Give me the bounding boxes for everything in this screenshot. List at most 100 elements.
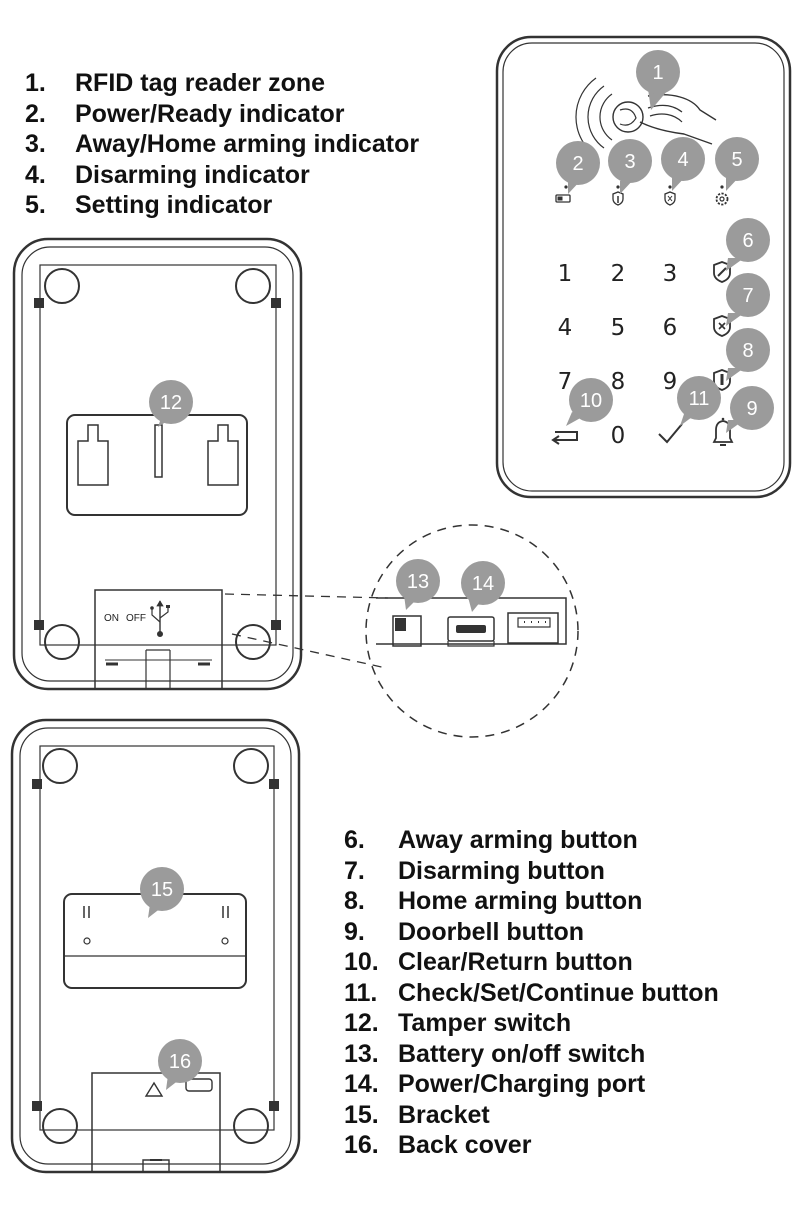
svg-text:9: 9 xyxy=(746,398,757,420)
legend-number: 8. xyxy=(344,887,365,915)
legend-number: 14. xyxy=(344,1070,379,1098)
legend-number: 3. xyxy=(25,130,46,158)
connector xyxy=(507,612,559,644)
callout-3: 3 xyxy=(608,139,652,194)
callout-1: 1 xyxy=(636,50,680,110)
key-5[interactable]: 5 xyxy=(611,315,626,341)
legend-label: Away/Home arming indicator xyxy=(75,130,420,158)
legend-label: Power/Ready indicator xyxy=(75,99,345,128)
callout-bubbles: 1 2 3 4 5 6 7 8 9 10 11 12 13 14 15 16 xyxy=(140,50,774,1090)
legend-label: RFID tag reader zone xyxy=(75,69,326,97)
legend-number: 9. xyxy=(344,917,365,946)
legend-item-16: 16. Back cover xyxy=(344,1130,719,1161)
rear-view-tamper: ON OFF xyxy=(12,237,303,691)
callout-5: 5 xyxy=(715,137,759,191)
disarming-indicator xyxy=(664,185,676,206)
key-0[interactable]: 0 xyxy=(611,423,626,449)
back-cover[interactable] xyxy=(91,1072,221,1173)
callout-10: 10 xyxy=(566,378,613,426)
switch-off-label: OFF xyxy=(126,613,146,624)
legend-label: Back cover xyxy=(398,1131,532,1159)
callout-13: 13 xyxy=(396,559,440,610)
legend-item-1: 1. RFID tag reader zone xyxy=(25,68,419,99)
legend-number: 5. xyxy=(25,191,46,219)
legend-number: 10. xyxy=(344,948,379,976)
charging-port[interactable] xyxy=(447,616,495,647)
key-6[interactable]: 6 xyxy=(663,315,678,341)
svg-text:12: 12 xyxy=(160,392,182,414)
key-2[interactable]: 2 xyxy=(611,261,626,287)
key-8[interactable]: 8 xyxy=(611,369,626,395)
legend-number: 13. xyxy=(344,1039,379,1068)
power-ready-indicator xyxy=(555,185,571,203)
switch-on-label: ON xyxy=(104,613,119,624)
legend-label: Setting indicator xyxy=(75,191,273,219)
legend-label: Battery on/off switch xyxy=(398,1039,646,1068)
key-3[interactable]: 3 xyxy=(663,261,678,287)
legend-item-2: 2. Power/Ready indicator xyxy=(25,99,419,130)
disarming-button[interactable] xyxy=(713,315,731,337)
legend-number: 16. xyxy=(344,1131,379,1159)
callout-11: 11 xyxy=(677,376,721,426)
callout-6: 6 xyxy=(726,218,770,271)
check-set-button[interactable] xyxy=(658,423,683,444)
battery-switch[interactable] xyxy=(392,615,422,647)
usb-icon xyxy=(150,600,170,637)
svg-text:11: 11 xyxy=(689,388,710,410)
callout-7: 7 xyxy=(726,273,770,326)
svg-text:13: 13 xyxy=(407,571,429,593)
legend-label: Power/Charging port xyxy=(398,1070,646,1098)
legend-number: 15. xyxy=(344,1100,379,1129)
svg-text:15: 15 xyxy=(151,879,173,901)
legend-number: 11. xyxy=(344,978,378,1007)
zoom-inset xyxy=(224,524,579,738)
callout-12: 12 xyxy=(149,380,193,427)
legend-label: Doorbell button xyxy=(398,917,585,946)
rear-view-bracket xyxy=(10,718,301,1174)
svg-text:2: 2 xyxy=(572,153,583,175)
legend-item-4: 4.Disarming indicator xyxy=(25,160,419,191)
arming-indicator xyxy=(612,185,624,206)
clear-return-button[interactable] xyxy=(551,431,578,445)
setting-indicator xyxy=(715,185,729,206)
svg-text:3: 3 xyxy=(624,151,635,173)
keypad-front-view: 1 2 3 4 5 6 7 8 9 0 xyxy=(495,35,792,499)
legend-item-3: 3. Away/Home arming indicator xyxy=(25,129,419,160)
legend-number: 1. xyxy=(25,69,46,97)
legend-number: 2. xyxy=(25,99,46,128)
svg-text:14: 14 xyxy=(472,573,494,595)
callout-4: 4 xyxy=(661,137,705,191)
battery-compartment xyxy=(94,589,223,690)
legend-item-15: 15.Bracket xyxy=(344,1100,719,1131)
legend-item-6: 6. Away arming button xyxy=(344,825,719,856)
key-1[interactable]: 1 xyxy=(558,261,573,287)
svg-text:7: 7 xyxy=(742,285,753,307)
legend-item-8: 8. Home arming button xyxy=(344,886,719,917)
key-7[interactable]: 7 xyxy=(558,369,573,395)
legend-item-12: 12. Tamper switch xyxy=(344,1008,719,1039)
legend-item-9: 9. Doorbell button xyxy=(344,917,719,948)
legend-item-11: 11. Check/Set/Continue button xyxy=(344,978,719,1009)
svg-text:5: 5 xyxy=(731,149,742,171)
away-arming-button[interactable] xyxy=(713,261,731,283)
tamper-switch-mount xyxy=(66,414,248,516)
legend-item-7: 7. Disarming button xyxy=(344,856,719,887)
legend-label: Away arming button xyxy=(398,826,638,854)
legend-number: 12. xyxy=(344,1009,379,1037)
legend-top: 1. RFID tag reader zone 2. Power/Ready ind… xyxy=(25,68,419,221)
legend-label: Home arming button xyxy=(398,887,643,915)
key-9[interactable]: 9 xyxy=(663,369,678,395)
callout-16: 16 xyxy=(158,1039,202,1090)
callout-15: 15 xyxy=(140,867,184,918)
key-4[interactable]: 4 xyxy=(558,315,573,341)
legend-item-14: 14. Power/Charging port xyxy=(344,1069,719,1100)
legend-number: 6. xyxy=(344,826,365,854)
legend-number: 7. xyxy=(344,856,365,885)
legend-item-10: 10.Clear/Return button xyxy=(344,947,719,978)
callout-9: 9 xyxy=(726,386,774,433)
legend-label: Tamper switch xyxy=(398,1009,572,1037)
svg-text:6: 6 xyxy=(742,230,753,252)
legend-label: Check/Set/Continue button xyxy=(398,978,719,1007)
callout-8: 8 xyxy=(726,328,770,381)
legend-label: Disarming button xyxy=(398,856,605,885)
